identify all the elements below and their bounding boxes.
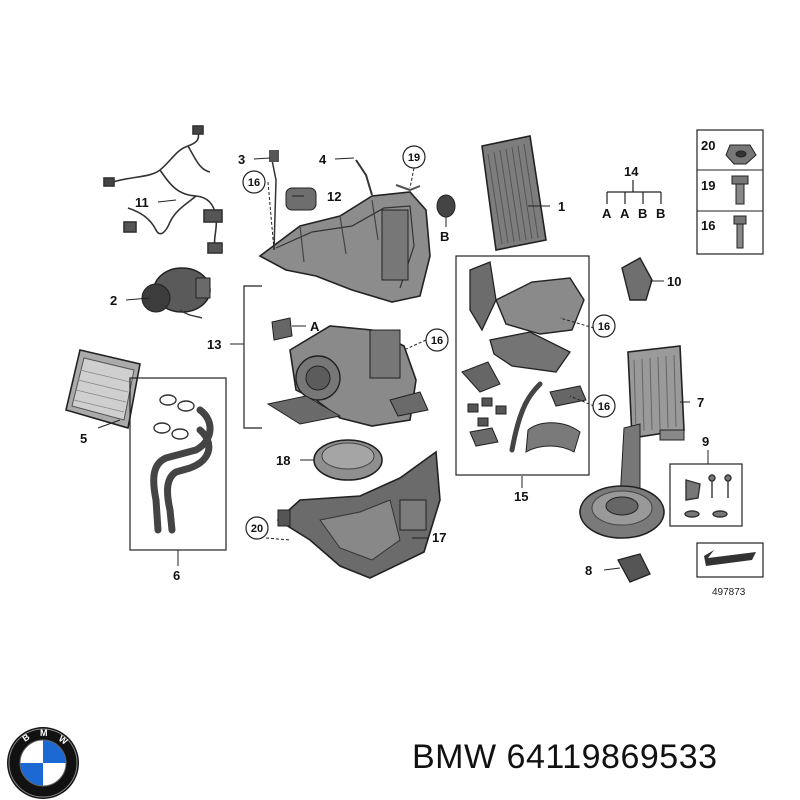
blower-cover-part (313, 439, 383, 481)
leader-lines (97, 157, 709, 571)
callout-letter-b: B (440, 229, 449, 244)
actuator-part (621, 257, 653, 301)
callout-6: 6 (173, 568, 180, 583)
callout-16-b: 16 (431, 335, 443, 347)
group-13-bracket (243, 285, 262, 429)
callout-16-a: 16 (248, 177, 260, 189)
callout-15: 15 (514, 489, 528, 504)
circle-19 (402, 145, 426, 169)
callout-7: 7 (697, 395, 704, 410)
callout-letter-a: A (310, 319, 320, 334)
callout-10: 10 (667, 274, 681, 289)
fastener-legend-labels: 20 19 16 (701, 138, 715, 233)
legend-20: 20 (701, 138, 715, 153)
screw-icon (733, 215, 747, 249)
callout-16-d: 16 (598, 401, 610, 413)
clips-screws-part (684, 474, 732, 518)
cabin-filter-part (481, 135, 547, 251)
circle-16-d (592, 394, 616, 418)
callout-8: 8 (585, 563, 592, 578)
lower-hvac-housing-part (266, 317, 429, 427)
group-14-tree (606, 180, 662, 204)
legend-16: 16 (701, 218, 715, 233)
group-14-letter-4: B (656, 206, 665, 221)
callout-12: 12 (327, 189, 341, 204)
bmw-logo: B M W (7, 727, 79, 799)
group-9-frame (669, 463, 743, 527)
callout-4: 4 (319, 152, 327, 167)
circled-callout-labels: 16 19 16 16 16 20 (248, 152, 610, 535)
callout-20: 20 (251, 523, 263, 535)
legend-19: 19 (701, 178, 715, 193)
arrow-icon (704, 550, 756, 566)
callout-17: 17 (432, 530, 446, 545)
svg-text:B: B (20, 731, 31, 743)
callout-13: 13 (207, 337, 221, 352)
part-number-caption: BMW 64119869533 (412, 738, 718, 776)
group-14-letters: A A B B (602, 206, 665, 221)
heater-pipes-part (150, 406, 214, 534)
bolt-icon (731, 175, 749, 205)
group-15-frame (455, 255, 590, 476)
callout-18: 18 (276, 453, 290, 468)
circle-20 (245, 516, 269, 540)
fastener-legend-parts (697, 144, 763, 249)
callout-1: 1 (558, 199, 565, 214)
air-distribution-parts (461, 261, 587, 453)
callout-19: 19 (408, 152, 420, 164)
group-14-letter-1: A (602, 206, 612, 221)
upper-hvac-housing-part (258, 150, 456, 303)
evaporator-part (619, 345, 685, 501)
callout-3: 3 (238, 152, 245, 167)
support-bracket-part (276, 450, 441, 579)
callout-labels: 1 2 3 4 5 6 7 8 9 10 11 12 13 14 15 17 1… (80, 152, 709, 583)
wiring-harness-part (103, 125, 223, 254)
callout-11: 11 (135, 195, 149, 210)
circle-16-a (242, 170, 266, 194)
heater-core-part (65, 349, 141, 430)
fastener-legend-frame (696, 129, 764, 255)
evaporator-base-part (579, 485, 665, 539)
circle-16-c (592, 314, 616, 338)
sensor-part (617, 553, 651, 583)
callout-16-c: 16 (598, 321, 610, 333)
callout-9: 9 (702, 434, 709, 449)
pipe-seals-part (153, 394, 195, 440)
group-14-letter-3: B (638, 206, 647, 221)
svg-text:M: M (40, 728, 48, 738)
blower-motor-part (141, 267, 211, 319)
callout-2: 2 (110, 293, 117, 308)
nut-icon (725, 144, 757, 165)
diagram-number: 497873 (712, 587, 746, 598)
callout-14: 14 (624, 164, 639, 179)
circled-callouts (242, 145, 616, 540)
circle-16-b (425, 328, 449, 352)
callout-5: 5 (80, 431, 87, 446)
diagram-id-box (696, 542, 764, 578)
group-14-letter-2: A (620, 206, 630, 221)
